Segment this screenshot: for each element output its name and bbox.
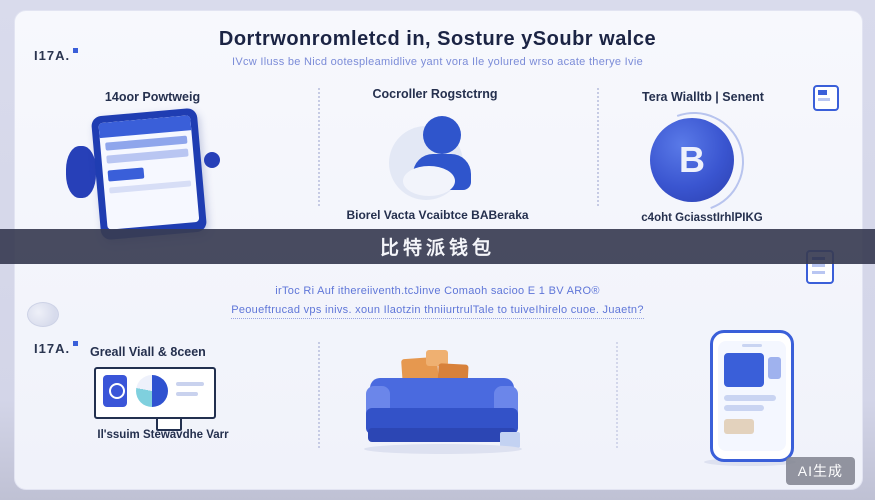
tablet-screen xyxy=(98,115,200,230)
phone-illustration xyxy=(702,330,802,466)
monitor-text-line xyxy=(176,382,204,386)
dotted-separator xyxy=(318,342,320,448)
phone-screen-block-small xyxy=(768,357,781,379)
brand-logo-bottom: I17A. xyxy=(34,341,78,356)
monitor-pie-chart xyxy=(136,375,168,407)
tablet-button xyxy=(107,167,145,182)
page-title: Dortrwonromletcd in, Sosture ySoubr walc… xyxy=(218,28,657,50)
tablet-body xyxy=(90,107,208,241)
top-right-column-label: Tera Wialltb | Senent xyxy=(642,90,764,104)
phone-card xyxy=(724,419,754,434)
mid-text-line2-link: Peoueftrucad vps inivs. xoun Ilaotzin th… xyxy=(231,304,644,319)
brand-logo: I17A. xyxy=(34,48,78,63)
decorative-swirl xyxy=(27,302,59,327)
tablet-text-line xyxy=(105,135,188,151)
page-subtitle: IVcw Iluss be Nicd ootespleamidlive yant… xyxy=(231,56,643,68)
coin-illustration: B xyxy=(627,95,761,229)
phone-text-line xyxy=(724,405,764,411)
bottom-left-caption: Il'ssuim Stewavdhe Varr xyxy=(97,429,229,441)
tablet-illustration xyxy=(66,107,228,242)
phone-screen xyxy=(718,341,786,451)
dotted-separator xyxy=(616,342,618,448)
phone-screen-block xyxy=(724,353,764,387)
phone-notch xyxy=(742,344,762,347)
banner: 比特派钱包 xyxy=(0,229,875,264)
mid-text-line2: Peoueftrucad vps inivs. xoun Ilaotzin th… xyxy=(0,304,875,319)
window-icon xyxy=(813,85,839,111)
top-middle-column-label: Cocroller Rogstctrng xyxy=(372,87,498,101)
top-right-caption: c4oht GciasstIrhlPIKG xyxy=(641,212,763,224)
couch-shadow xyxy=(364,444,522,454)
top-middle-caption: Biorel Vacta Vcaibtce BABeraka xyxy=(346,208,529,222)
blob-shape xyxy=(66,146,96,198)
couch-illustration xyxy=(364,350,522,456)
tablet-text-line xyxy=(106,148,189,164)
monitor-illustration xyxy=(94,367,216,431)
couch-base xyxy=(368,428,516,442)
person-head xyxy=(423,116,461,154)
ai-generated-watermark: AI生成 xyxy=(785,457,855,485)
monitor-frame xyxy=(94,367,216,419)
person-shirt xyxy=(403,166,455,196)
person-illustration xyxy=(383,114,498,208)
dot-shape xyxy=(204,152,220,168)
dotted-separator xyxy=(318,88,320,206)
monitor-text-line xyxy=(176,392,198,396)
dotted-separator xyxy=(597,88,599,206)
tablet-header-bar xyxy=(98,115,192,139)
bottom-left-column-label: Greall Viall & 8ceen xyxy=(90,345,206,359)
phone-shadow xyxy=(704,458,796,466)
monitor-stand xyxy=(156,417,182,431)
small-cube xyxy=(500,432,520,448)
top-left-column-label: 14oor Powtweig xyxy=(104,90,201,104)
monitor-app-tile xyxy=(103,375,127,407)
phone-text-line xyxy=(724,395,776,401)
mid-text-line1: irToc Ri Auf ithereiiventh.tcJinve Comao… xyxy=(275,285,600,297)
phone-body xyxy=(710,330,794,462)
coin-letter: B xyxy=(650,118,734,202)
orange-box xyxy=(426,350,448,366)
tablet-text-line xyxy=(109,180,192,194)
banner-title: 比特派钱包 xyxy=(379,238,495,259)
